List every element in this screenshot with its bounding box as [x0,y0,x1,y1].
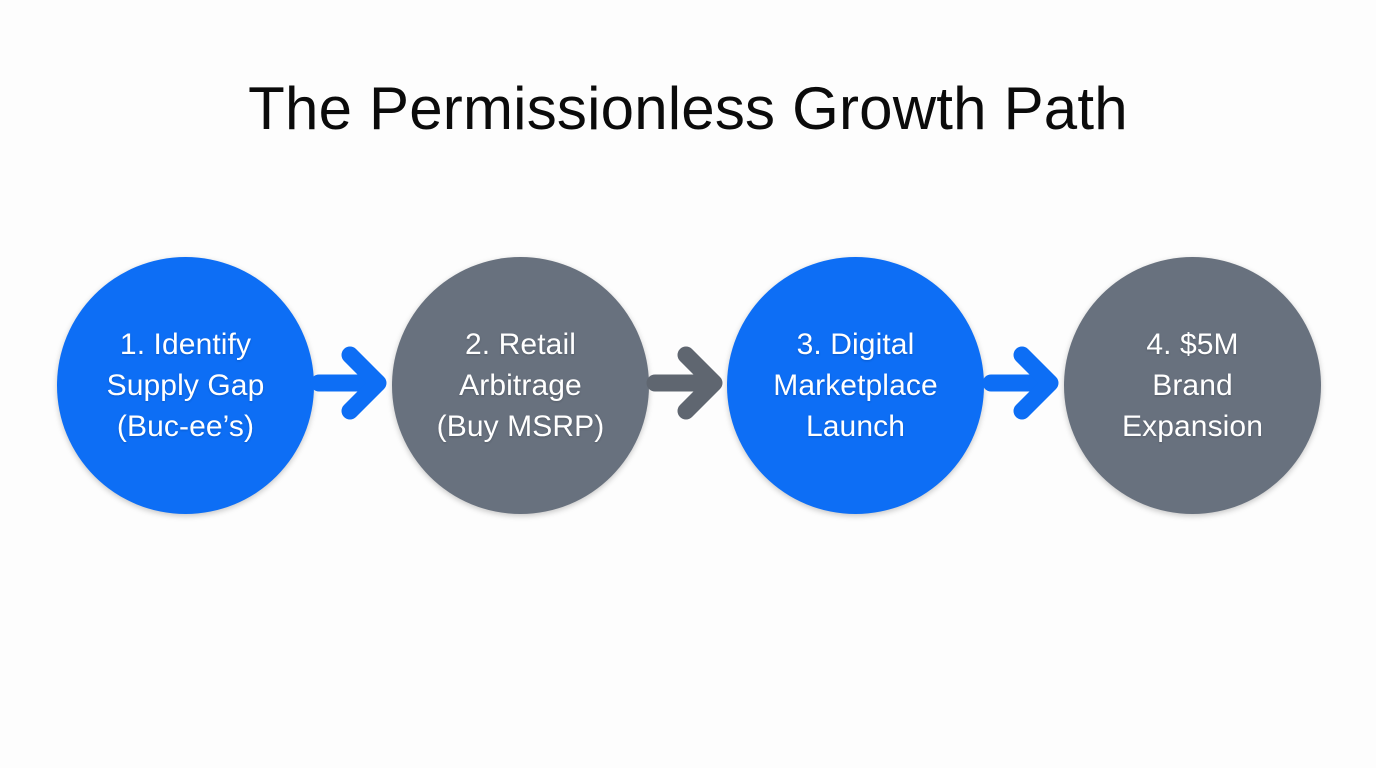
arrow-right-icon-1 [310,335,388,431]
process-flow-diagram: 1. Identify Supply Gap (Buc-ee’s) 2. Ret… [0,257,1376,515]
flow-node-1[interactable]: 1. Identify Supply Gap (Buc-ee’s) [57,257,314,514]
flow-node-3[interactable]: 3. Digital Marketplace Launch [727,257,984,514]
flow-node-2[interactable]: 2. Retail Arbitrage (Buy MSRP) [392,257,649,514]
page-title: The Permissionless Growth Path [248,75,1128,142]
flow-node-4-label: 4. $5M Brand Expansion [1122,328,1263,443]
flow-node-3-label: 3. Digital Marketplace Launch [773,328,938,443]
flow-node-2-label: 2. Retail Arbitrage (Buy MSRP) [436,328,605,443]
flow-node-1-label: 1. Identify Supply Gap (Buc-ee’s) [106,328,265,443]
arrow-right-icon-3 [982,335,1060,431]
arrow-right-icon-2 [646,335,724,431]
flow-node-4[interactable]: 4. $5M Brand Expansion [1064,257,1321,514]
